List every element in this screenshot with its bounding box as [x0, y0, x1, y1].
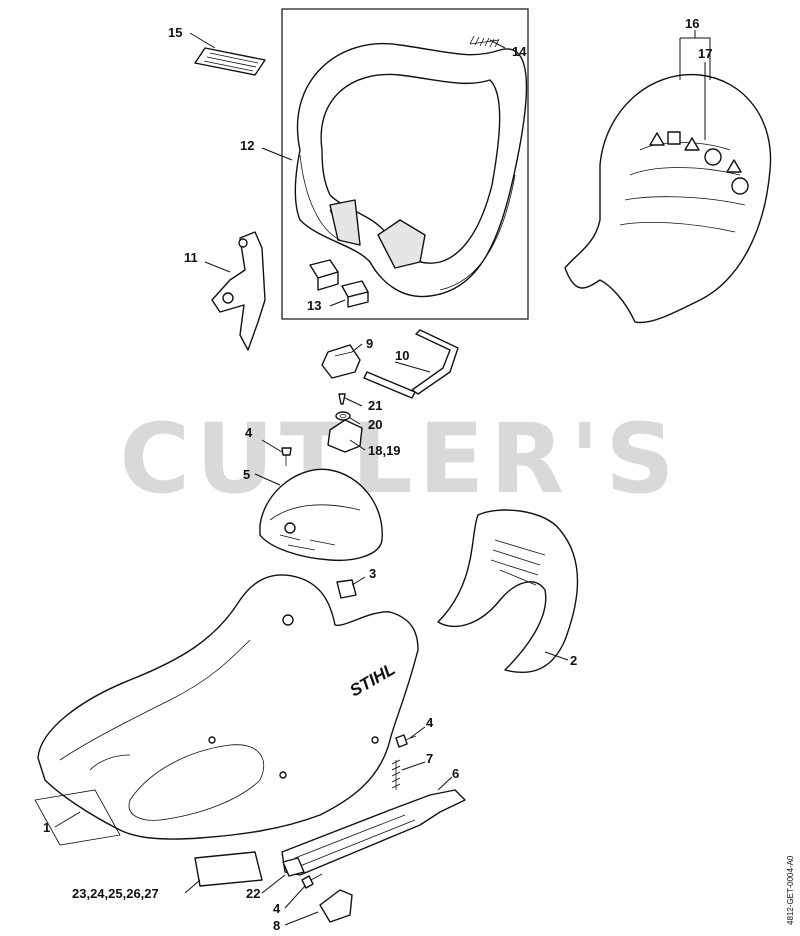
label-6: 6 — [452, 766, 459, 781]
bracket-part[interactable] — [211, 231, 266, 351]
button-part[interactable] — [327, 419, 363, 453]
catch-part[interactable] — [319, 889, 353, 923]
label-18-19: 18,19 — [368, 443, 401, 458]
label-21: 21 — [368, 398, 382, 413]
label-4-right: 4 — [426, 715, 434, 730]
label-13: 13 — [307, 298, 321, 313]
fitting-part[interactable] — [336, 579, 357, 599]
screw-right-part[interactable] — [395, 734, 417, 748]
label-7: 7 — [426, 751, 433, 766]
leader-lines — [54, 30, 711, 926]
label-10: 10 — [395, 348, 409, 363]
housing-label-sheet — [34, 789, 121, 846]
label-20: 20 — [368, 417, 382, 432]
label-4-top: 4 — [245, 425, 253, 440]
clip-part[interactable] — [321, 344, 361, 379]
washer-part[interactable] — [335, 411, 351, 421]
label-sheet-part[interactable] — [194, 851, 263, 887]
label-14: 14 — [512, 44, 527, 59]
label-15: 15 — [168, 25, 182, 40]
label-17: 17 — [698, 46, 712, 61]
watermark-text: CUTLER'S — [119, 403, 680, 515]
label-1: 1 — [43, 820, 50, 835]
label-5: 5 — [243, 467, 250, 482]
switch-block-part[interactable] — [282, 857, 305, 877]
label-3: 3 — [369, 566, 376, 581]
cover-part[interactable] — [259, 468, 383, 562]
trigger-spring-part[interactable] — [391, 759, 401, 790]
label-4-bottom: 4 — [273, 901, 281, 916]
pin-part[interactable] — [338, 393, 346, 405]
shell-half-part[interactable] — [437, 509, 579, 674]
loop-handle-part[interactable] — [294, 43, 528, 298]
label-16: 16 — [685, 16, 699, 31]
screw-bottom-part[interactable] — [301, 873, 323, 889]
label-11: 11 — [184, 250, 198, 265]
screw-top-part[interactable] — [281, 447, 292, 466]
hand-guard-part[interactable] — [564, 73, 772, 324]
main-housing-part[interactable] — [37, 574, 419, 840]
label-2: 2 — [570, 653, 577, 668]
label-22: 22 — [246, 886, 260, 901]
label-8: 8 — [273, 918, 280, 933]
document-code: 4812-GET-0004-A0 — [786, 855, 795, 925]
handle-assembly-frame — [281, 8, 529, 320]
label-9: 9 — [366, 336, 373, 351]
label-plate-part[interactable] — [194, 47, 266, 76]
connector-blocks-part[interactable] — [309, 259, 369, 308]
part-labels: 15 14 12 11 13 16 17 9 10 21 20 18,19 4 … — [43, 16, 712, 933]
rod-part[interactable] — [363, 329, 459, 399]
label-12: 12 — [240, 138, 254, 153]
spring-part[interactable] — [469, 35, 500, 48]
label-23-27: 23,24,25,26,27 — [72, 886, 159, 901]
